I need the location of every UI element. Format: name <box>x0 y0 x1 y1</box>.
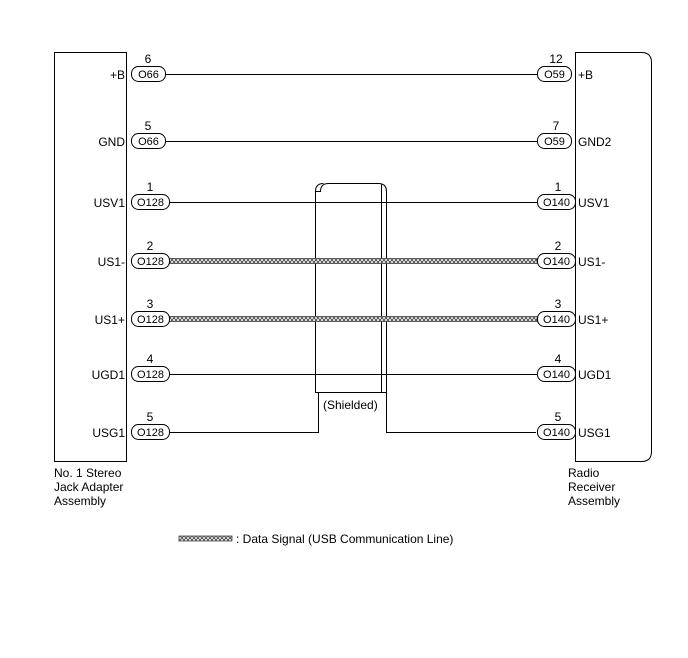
shield-inner <box>315 183 382 393</box>
right-connector-id: O140 <box>543 314 570 326</box>
right-connector-id: O140 <box>543 427 570 439</box>
right-pin-number: 4 <box>555 352 562 366</box>
left-pin-number: 5 <box>145 119 152 133</box>
right-pin-number: 5 <box>555 410 562 424</box>
shield-drain-right <box>386 392 536 433</box>
right-pin-number: 12 <box>549 52 563 66</box>
left-signal-name: US1+ <box>95 313 125 327</box>
right-pin-number: 3 <box>555 297 562 311</box>
legend-data-signal-swatch <box>178 535 233 542</box>
right-connector-oval <box>537 424 576 440</box>
left-assembly-label-line: Assembly <box>54 494 106 508</box>
left-assembly-label-line: No. 1 Stereo <box>54 466 122 480</box>
left-signal-name: USV1 <box>94 196 126 210</box>
left-pin-number: 6 <box>145 52 152 66</box>
left-connector-id: O128 <box>137 314 164 326</box>
right-connector-oval <box>537 366 576 382</box>
left-connector-id: O128 <box>137 369 164 381</box>
right-signal-name: +B <box>578 68 593 82</box>
right-signal-name: UGD1 <box>578 368 612 382</box>
left-signal-name: UGD1 <box>92 368 126 382</box>
right-pin-number: 2 <box>555 239 562 253</box>
right-signal-name: US1- <box>578 255 605 269</box>
left-assembly-label: No. 1 Stereo Jack Adapter Assembly <box>54 466 127 508</box>
right-connector-oval <box>537 311 576 327</box>
left-connector-id: O128 <box>137 256 164 268</box>
right-connector-oval <box>537 133 572 149</box>
shield-drain-left <box>170 392 319 433</box>
right-signal-name: USV1 <box>578 196 610 210</box>
right-pin-number: 7 <box>553 119 560 133</box>
right-connector-id: O59 <box>544 69 565 81</box>
left-signal-name: GND <box>98 135 125 149</box>
data-signal-wire <box>168 258 538 264</box>
right-assembly-box <box>575 52 652 462</box>
right-assembly-label: Radio Receiver Assembly <box>568 466 620 508</box>
left-connector-id: O128 <box>137 197 164 209</box>
left-signal-name: US1- <box>98 255 125 269</box>
left-pin-number: 4 <box>147 352 154 366</box>
left-connector-oval <box>131 194 170 210</box>
left-connector-id: O128 <box>137 427 164 439</box>
shield-label: (Shielded) <box>323 398 378 412</box>
right-connector-oval <box>537 66 572 82</box>
right-connector-id: O140 <box>543 369 570 381</box>
left-pin-number: 3 <box>147 297 154 311</box>
left-connector-oval <box>131 366 170 382</box>
left-pin-number: 1 <box>147 180 154 194</box>
right-pin-number: 1 <box>555 180 562 194</box>
shield-outline <box>315 183 387 393</box>
left-connector-oval <box>131 253 170 269</box>
legend-label: : Data Signal (USB Communication Line) <box>236 532 453 546</box>
right-connector-oval <box>537 194 576 210</box>
left-connector-oval <box>131 424 170 440</box>
right-connector-id: O59 <box>544 136 565 148</box>
data-signal-wire <box>168 316 538 322</box>
right-assembly-label-line: Assembly <box>568 494 620 508</box>
left-connector-oval <box>131 311 170 327</box>
right-connector-id: O140 <box>543 256 570 268</box>
left-assembly-box <box>54 52 127 462</box>
left-connector-id: O66 <box>138 69 159 81</box>
right-signal-name: GND2 <box>578 135 612 149</box>
left-connector-oval <box>131 133 166 149</box>
left-signal-name: +B <box>110 68 125 82</box>
right-signal-name: USG1 <box>578 426 611 440</box>
right-assembly-label-line: Receiver <box>568 480 615 494</box>
left-connector-oval <box>131 66 166 82</box>
left-pin-number: 2 <box>147 239 154 253</box>
right-connector-oval <box>537 253 576 269</box>
left-assembly-label-line: Jack Adapter <box>54 480 123 494</box>
left-pin-number: 5 <box>147 410 154 424</box>
left-signal-name: USG1 <box>92 426 125 440</box>
left-connector-id: O66 <box>138 136 159 148</box>
right-signal-name: US1+ <box>578 313 608 327</box>
right-connector-id: O140 <box>543 197 570 209</box>
right-assembly-label-line: Radio <box>568 466 600 480</box>
